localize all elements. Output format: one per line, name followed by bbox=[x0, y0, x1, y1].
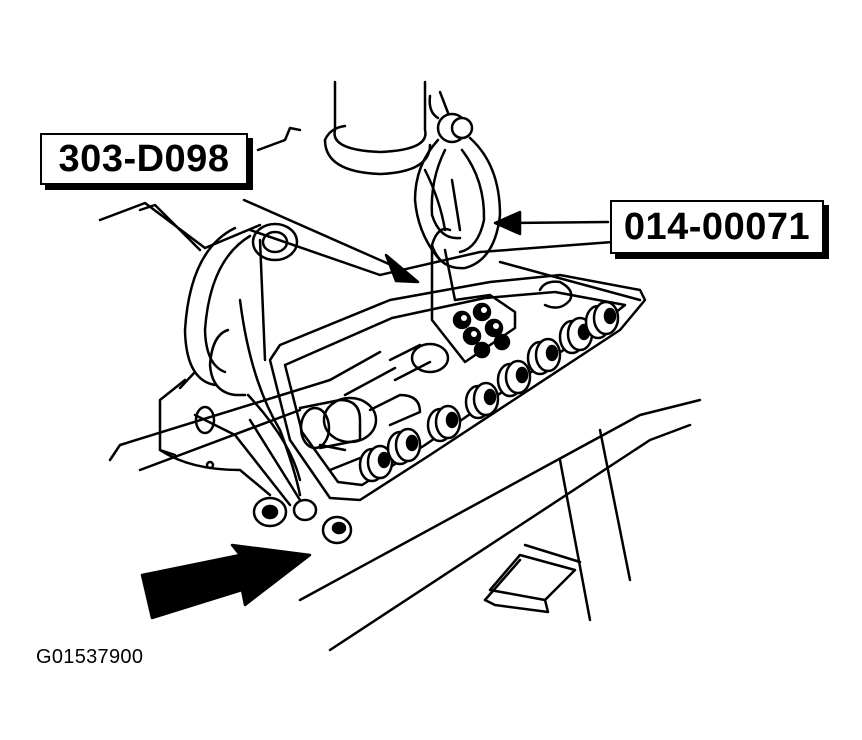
tool-callout-303-d098: 303-D098 bbox=[40, 133, 248, 185]
lower-bracket bbox=[485, 545, 580, 612]
lifting-hook bbox=[415, 92, 500, 268]
direction-arrow bbox=[142, 545, 310, 618]
rocker-arm-row bbox=[360, 302, 618, 481]
engine-block-outline bbox=[100, 128, 700, 650]
tool-callout-014-00071: 014-00071 bbox=[610, 200, 824, 254]
front-pulley bbox=[185, 224, 297, 395]
leader-left bbox=[244, 200, 418, 282]
valve-cover-rail bbox=[270, 275, 645, 500]
figure-id: G01537900 bbox=[36, 646, 144, 668]
leader-right bbox=[495, 212, 608, 234]
intake-runners bbox=[300, 282, 571, 470]
ground-strap-and-bolt bbox=[160, 300, 351, 543]
lifting-bracket bbox=[432, 250, 515, 362]
hoist-column bbox=[325, 82, 430, 174]
